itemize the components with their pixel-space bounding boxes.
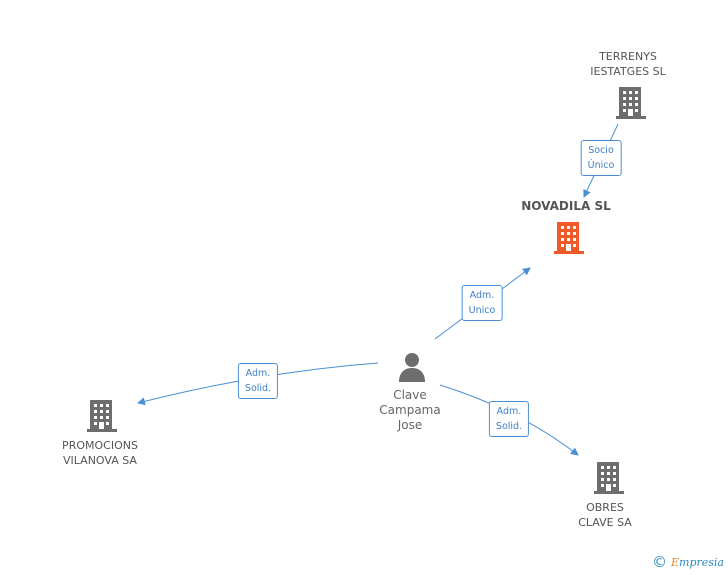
- edge-label-socio-unico: Socio Único: [580, 140, 622, 176]
- building-icon-focus[interactable]: [552, 220, 586, 254]
- edge-label-adm-solid-left: Adm. Solid.: [237, 363, 279, 399]
- brand-letter: E: [671, 555, 680, 569]
- node-label-terrenys[interactable]: TERRENYS IESTATGES SL: [590, 50, 666, 78]
- copyright-symbol: ©: [652, 553, 667, 571]
- footer-brand: © Empresia: [652, 553, 724, 571]
- brand-rest: mpresia: [679, 555, 724, 569]
- node-label-obres[interactable]: OBRES CLAVE SA: [578, 501, 632, 529]
- edge-label-adm-solid-right: Adm. Solid.: [488, 401, 530, 437]
- building-icon[interactable]: [85, 398, 119, 432]
- person-icon[interactable]: [397, 351, 427, 383]
- node-label-novadila[interactable]: NOVADILA SL: [521, 199, 611, 213]
- node-label-clave[interactable]: Clave Campama Jose: [379, 388, 441, 432]
- node-label-promocions[interactable]: PROMOCIONS VILANOVA SA: [62, 439, 138, 467]
- building-icon[interactable]: [614, 85, 648, 119]
- empresia-logo[interactable]: Empresia: [671, 556, 724, 569]
- edge-label-adm-unico: Adm. Unico: [461, 285, 503, 321]
- building-icon[interactable]: [592, 460, 626, 494]
